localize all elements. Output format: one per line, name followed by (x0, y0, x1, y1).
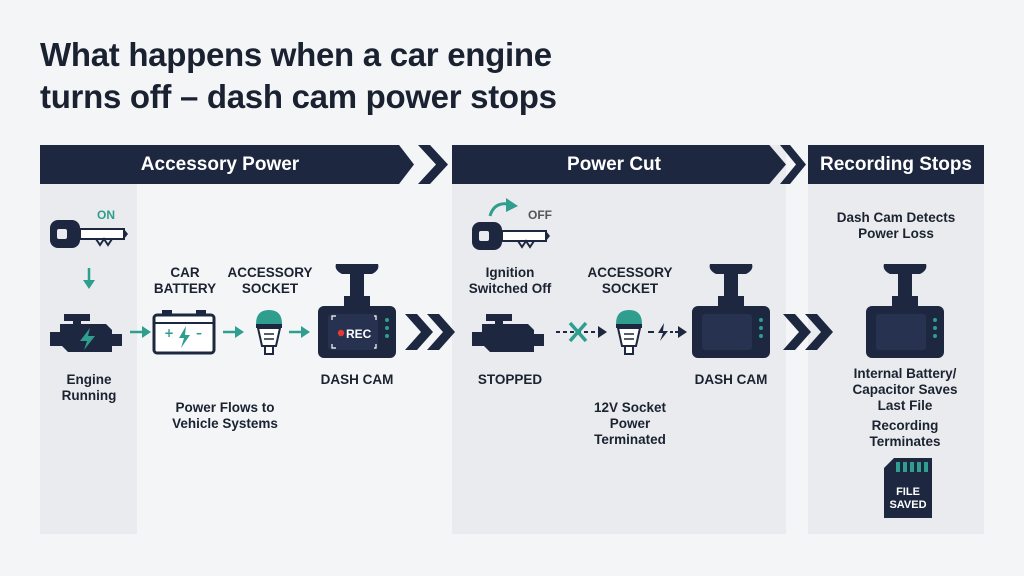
dash-cam-icon (318, 264, 396, 358)
rotate-arrow-icon (488, 198, 518, 217)
ignition-label: Ignition Switched Off (468, 265, 552, 296)
stage-label: Recording Stops (819, 153, 972, 175)
engine-icon (50, 314, 122, 352)
broken-power-arrow-icon (648, 323, 687, 341)
file-saved-label: FILE SAVED (889, 486, 927, 511)
stage-header-accessory-power: Accessory Power (40, 145, 414, 184)
double-chevron-right-icon (783, 314, 833, 350)
recording-terminates-label: Recording Terminates (869, 418, 941, 449)
accessory-socket-label: ACCESSORY SOCKET (587, 265, 673, 296)
stage-header-power-cut: Power Cut (452, 145, 786, 184)
sd-card-icon (884, 458, 932, 518)
chevron-right-icon (780, 145, 806, 184)
engine-running-label: Engine Running (61, 372, 117, 403)
rec-indicator: REC (346, 327, 372, 341)
engine-stopped-label: STOPPED (477, 372, 543, 387)
file-save-label: Internal Battery/ Capacitor Saves Last F… (852, 366, 958, 413)
svg-text:+: + (164, 326, 174, 340)
chevron-right-icon (418, 145, 448, 184)
socket-plug-icon (616, 310, 642, 355)
battery-icon: + – (152, 310, 216, 355)
key-state-off: OFF (528, 208, 552, 222)
car-key-icon (472, 222, 550, 250)
title-line-2: turns off – dash cam power stops (40, 78, 557, 115)
dash-cam-icon (692, 264, 770, 358)
power-loss-detect-label: Dash Cam Detects Power Loss (836, 210, 956, 241)
arrow-down-icon (83, 268, 95, 289)
socket-terminated-label: 12V Socket Power Terminated (593, 400, 667, 447)
power-cut-x-icon (556, 321, 607, 343)
key-state-on: ON (97, 208, 115, 222)
stage-header-recording-stops: Recording Stops (808, 145, 984, 184)
car-key-icon (50, 220, 128, 248)
arrow-right-icon (289, 326, 310, 338)
stage-label: Power Cut (567, 153, 661, 175)
stage-label: Accessory Power (140, 153, 300, 175)
page-title: What happens when a car engine turns off… (40, 34, 680, 118)
dash-cam-icon (866, 264, 944, 358)
arrow-right-icon (223, 326, 244, 338)
title-line-1: What happens when a car engine (40, 36, 552, 73)
svg-text:–: – (196, 326, 202, 340)
dash-cam-label: DASH CAM (320, 372, 394, 387)
dash-cam-label: DASH CAM (694, 372, 768, 387)
socket-plug-icon (256, 310, 282, 355)
arrow-right-icon (130, 326, 151, 338)
accessory-socket-label: ACCESSORY SOCKET (227, 265, 313, 296)
power-flow-label: Power Flows to Vehicle Systems (172, 400, 278, 431)
engine-icon (472, 314, 544, 352)
car-battery-label: CAR BATTERY (153, 265, 217, 296)
double-chevron-right-icon (405, 314, 455, 350)
